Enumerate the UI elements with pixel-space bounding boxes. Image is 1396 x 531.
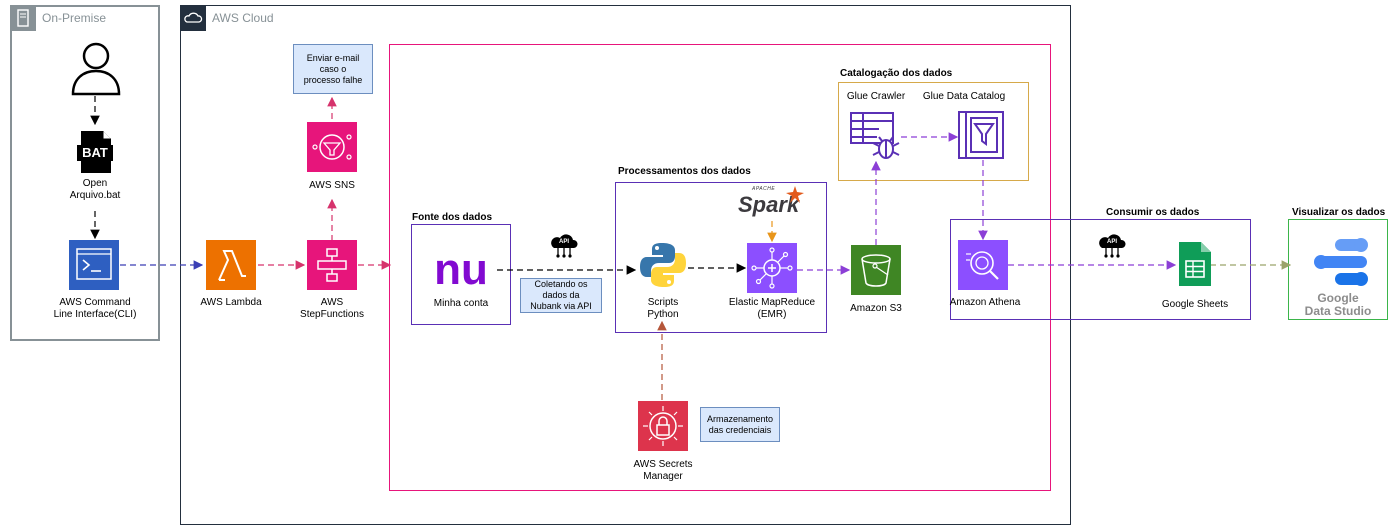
emr-icon[interactable] (747, 243, 797, 293)
s3-label: Amazon S3 (850, 303, 902, 314)
nubank-logo: nu (428, 248, 494, 292)
glue-crawler-icon[interactable] (849, 111, 903, 163)
on-premise-label: On-Premise (42, 11, 107, 25)
python-label: Scripts Python (647, 297, 679, 320)
consumir-title: Consumir os dados (1106, 207, 1200, 218)
cloud-icon (180, 5, 206, 31)
lambda-label: AWS Lambda (200, 297, 262, 308)
aws-cli-label: AWS Command Line Interface(CLI) (53, 297, 137, 320)
data-studio-label: Google Data Studio (1304, 291, 1372, 318)
stepfunctions-label: AWS StepFunctions (300, 297, 364, 320)
python-icon[interactable] (638, 240, 688, 290)
athena-label: Amazon Athena (949, 297, 1021, 308)
api-badge-text-2: API (1106, 239, 1117, 245)
spark-text: Spark (738, 192, 800, 217)
email-note: Enviar e-mail caso o processo falhe (293, 44, 373, 94)
nubank-logo-text: nu (434, 245, 488, 294)
stepfunctions-icon[interactable] (307, 240, 357, 290)
server-icon (10, 5, 36, 31)
lambda-icon[interactable] (206, 240, 256, 290)
secrets-manager-label: AWS Secrets Manager (633, 459, 693, 482)
consumir-group (950, 219, 1251, 320)
spark-apache-text: APACHE (752, 186, 776, 192)
api-cloud-icon: API (549, 231, 579, 259)
google-sheets-label: Google Sheets (1161, 299, 1229, 310)
user-icon (71, 41, 121, 96)
spark-logo: APACHE Spark (736, 186, 808, 222)
fonte-group (411, 224, 511, 325)
s3-icon[interactable] (851, 245, 901, 295)
glue-catalog-label: Glue Data Catalog (922, 91, 1006, 102)
emr-label: Elastic MapReduce (EMR) (728, 297, 816, 320)
athena-icon[interactable] (958, 240, 1008, 290)
processamentos-group (615, 182, 827, 333)
bat-badge-text: BAT (82, 145, 108, 160)
aws-cloud-label: AWS Cloud (212, 11, 274, 25)
bat-file-icon: BAT (77, 130, 115, 174)
fonte-title: Fonte dos dados (412, 212, 492, 223)
visualizar-title: Visualizar os dados (1292, 207, 1386, 218)
sns-label: AWS SNS (309, 180, 355, 191)
on-premise-group (10, 5, 160, 341)
glue-catalog-icon[interactable] (957, 110, 1007, 162)
bat-label: Open Arquivo.bat (69, 178, 121, 201)
coletando-note: Coletando os dados da Nubank via API (520, 278, 602, 313)
armazenamento-note: Armazenamento das credenciais (700, 407, 780, 442)
sns-icon[interactable] (307, 122, 357, 172)
api-badge-text: API (558, 239, 569, 245)
google-sheets-icon[interactable] (1177, 240, 1213, 288)
glue-crawler-label: Glue Crawler (846, 91, 906, 102)
api-cloud-icon-2: API (1097, 231, 1127, 259)
catalogacao-title: Catalogação dos dados (840, 68, 953, 79)
data-studio-icon[interactable] (1311, 236, 1371, 288)
nubank-label: Minha conta (433, 298, 489, 309)
processamentos-title: Processamentos dos dados (618, 166, 751, 177)
secrets-manager-icon[interactable] (638, 401, 688, 451)
aws-cli-icon[interactable] (69, 240, 119, 290)
catalogacao-group (838, 82, 1029, 181)
